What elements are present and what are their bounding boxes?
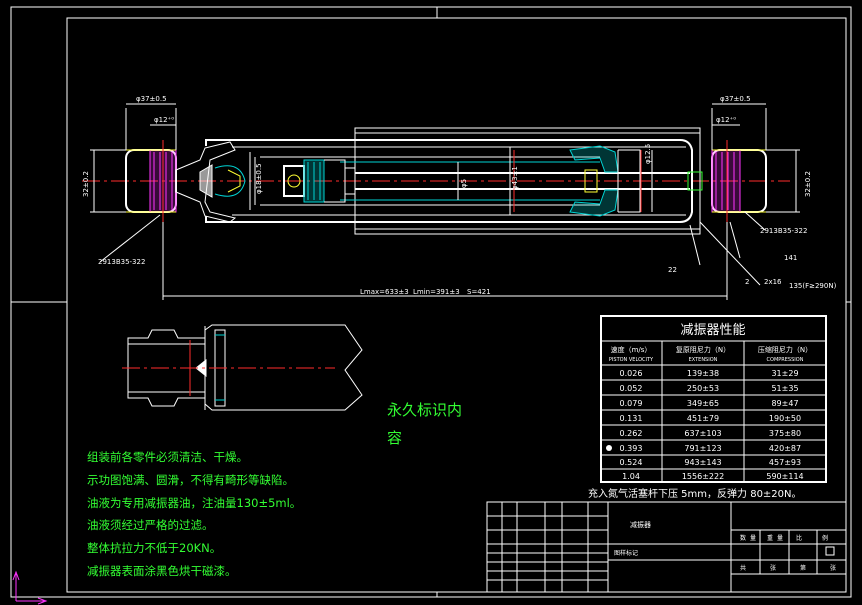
title-block: 减振器 图样标记 数 量 重 量 比 例 共 张 第 张 bbox=[486, 501, 847, 593]
selected-row-marker bbox=[606, 445, 612, 451]
shock-absorber-section bbox=[82, 127, 790, 235]
tb-cell: 第 bbox=[800, 564, 806, 572]
header-compression-cn: 压缩阻尼力（N） bbox=[758, 345, 812, 354]
tb-cell: 量 bbox=[750, 535, 756, 542]
scale-label: 图样标记 bbox=[614, 549, 638, 557]
table-cell: 375±80 bbox=[769, 429, 801, 438]
permanent-mark-note: 永久标识内 容 bbox=[387, 401, 462, 447]
dim-2x16: 2x16 bbox=[764, 278, 782, 286]
tb-cell: 比 bbox=[796, 534, 802, 542]
reservoir-tube bbox=[205, 139, 693, 223]
piston-assembly bbox=[283, 159, 356, 203]
dim-d12-5: φ12.5 bbox=[644, 144, 652, 164]
table-cell: 590±114 bbox=[766, 472, 803, 481]
dim-d37-right: φ37±0.5 bbox=[720, 95, 751, 103]
drawing-frame bbox=[10, 6, 852, 598]
table-cell: 190±50 bbox=[769, 414, 801, 423]
dim-d12-left: φ12⁺⁰ bbox=[154, 116, 174, 124]
note-3: 油液为专用减振器油，注油量130±5ml。 bbox=[87, 496, 301, 510]
dim-d43: φ43±1 bbox=[511, 166, 519, 190]
dim-stroke: S=421 bbox=[467, 288, 491, 296]
note-5: 整体抗拉力不低于20KN。 bbox=[87, 541, 221, 555]
dim-2: 2 bbox=[745, 278, 749, 286]
permanent-mark-line2: 容 bbox=[387, 429, 402, 447]
dim-135: 135(F≥290N) bbox=[789, 282, 837, 290]
technical-notes: 组装前各零件必须清洁、干燥。 示功图饱满、圆滑，不得有畸形等缺陷。 油液为专用减… bbox=[87, 450, 301, 578]
note-4: 油液须经过严格的过滤。 bbox=[87, 518, 214, 532]
table-footnote: 充入氮气活塞杆下压 5mm，反弹力 80±20N。 bbox=[588, 487, 802, 500]
table-cell: 0.079 bbox=[620, 399, 643, 408]
rod-guide-seal bbox=[569, 145, 703, 217]
right-eye-bushing bbox=[711, 140, 767, 222]
table-cell: 420±87 bbox=[769, 444, 801, 453]
table-cell: 0.524 bbox=[620, 458, 643, 467]
dim-d12-right: φ12⁺⁰ bbox=[716, 116, 736, 124]
header-velocity-cn: 速度（m/s） bbox=[611, 345, 652, 354]
tb-cell: 数 bbox=[740, 534, 746, 542]
piston-rod bbox=[355, 172, 690, 190]
table-cell: 0.052 bbox=[620, 384, 643, 393]
table-cell: 943±143 bbox=[684, 458, 721, 467]
table-cell: 457±93 bbox=[769, 458, 801, 467]
dim-h32-left: 32±0.2 bbox=[82, 171, 90, 197]
table-cell: 791±123 bbox=[684, 444, 721, 453]
header-extension-en: EXTENSION bbox=[689, 357, 718, 363]
table-cell: 451±79 bbox=[687, 414, 719, 423]
end-detail-view bbox=[122, 324, 363, 411]
dim-h32-right: 32±0.2 bbox=[804, 171, 812, 197]
tb-cell: 量 bbox=[777, 535, 783, 542]
header-compression-en: COMPRESSION bbox=[767, 357, 804, 363]
tb-cell: 张 bbox=[830, 564, 836, 572]
note-6: 减振器表面涂黑色烘干磁漆。 bbox=[87, 564, 237, 578]
ucs-icon bbox=[12, 570, 48, 605]
table-cell: 349±65 bbox=[687, 399, 719, 408]
tb-cell: 共 bbox=[740, 564, 746, 572]
dim-lmax: Lmax=633±3 bbox=[360, 288, 409, 296]
note-2: 示功图饱满、圆滑，不得有畸形等缺陷。 bbox=[87, 473, 294, 487]
table-cell: 0.026 bbox=[620, 369, 643, 378]
table-cell: 250±53 bbox=[687, 384, 719, 393]
table-cell: 1.04 bbox=[622, 472, 640, 481]
part-number-right: 2913B35-322 bbox=[760, 227, 807, 235]
table-cell: 51±35 bbox=[771, 384, 798, 393]
table-cell: 1556±222 bbox=[682, 472, 724, 481]
dim-d18: φ18±0.5 bbox=[255, 163, 263, 194]
dim-d37-left: φ37±0.5 bbox=[136, 95, 167, 103]
header-extension-cn: 复原阻尼力（N） bbox=[676, 345, 730, 354]
permanent-mark-line1: 永久标识内 bbox=[387, 401, 462, 419]
performance-table: 减振器性能 速度（m/s） PISTON VELOCITY 复原阻尼力（N） E… bbox=[600, 315, 827, 483]
tb-cell: 张 bbox=[770, 564, 776, 572]
note-1: 组装前各零件必须清洁、干燥。 bbox=[87, 450, 248, 464]
dim-d5: φ5 bbox=[460, 179, 468, 188]
tb-cell: 重 bbox=[767, 534, 773, 542]
table-cell: 89±47 bbox=[771, 399, 798, 408]
part-number-left: 2913B35-322 bbox=[98, 258, 145, 266]
dimension-text: φ37±0.5 φ12⁺⁰ φ37±0.5 φ12⁺⁰ 32±0.2 32±0.… bbox=[82, 95, 837, 296]
left-end-cap bbox=[175, 141, 246, 223]
dim-141: 141 bbox=[784, 254, 797, 262]
table-cell: 0.393 bbox=[620, 444, 643, 453]
header-velocity-en: PISTON VELOCITY bbox=[609, 357, 654, 363]
table-cell: 0.262 bbox=[620, 429, 643, 438]
tb-cell: 例 bbox=[822, 534, 828, 542]
table-cell: 637±103 bbox=[684, 429, 721, 438]
working-cylinder bbox=[260, 156, 600, 206]
dim-lmin: Lmin=391±3 bbox=[413, 288, 460, 296]
drawing-name: 减振器 bbox=[630, 520, 651, 529]
table-cell: 0.131 bbox=[620, 414, 643, 423]
table-title: 减振器性能 bbox=[680, 323, 745, 338]
table-cell: 139±38 bbox=[687, 369, 719, 378]
table-cell: 31±29 bbox=[771, 369, 798, 378]
dim-22: 22 bbox=[668, 266, 677, 274]
dimension-lines bbox=[90, 103, 800, 300]
